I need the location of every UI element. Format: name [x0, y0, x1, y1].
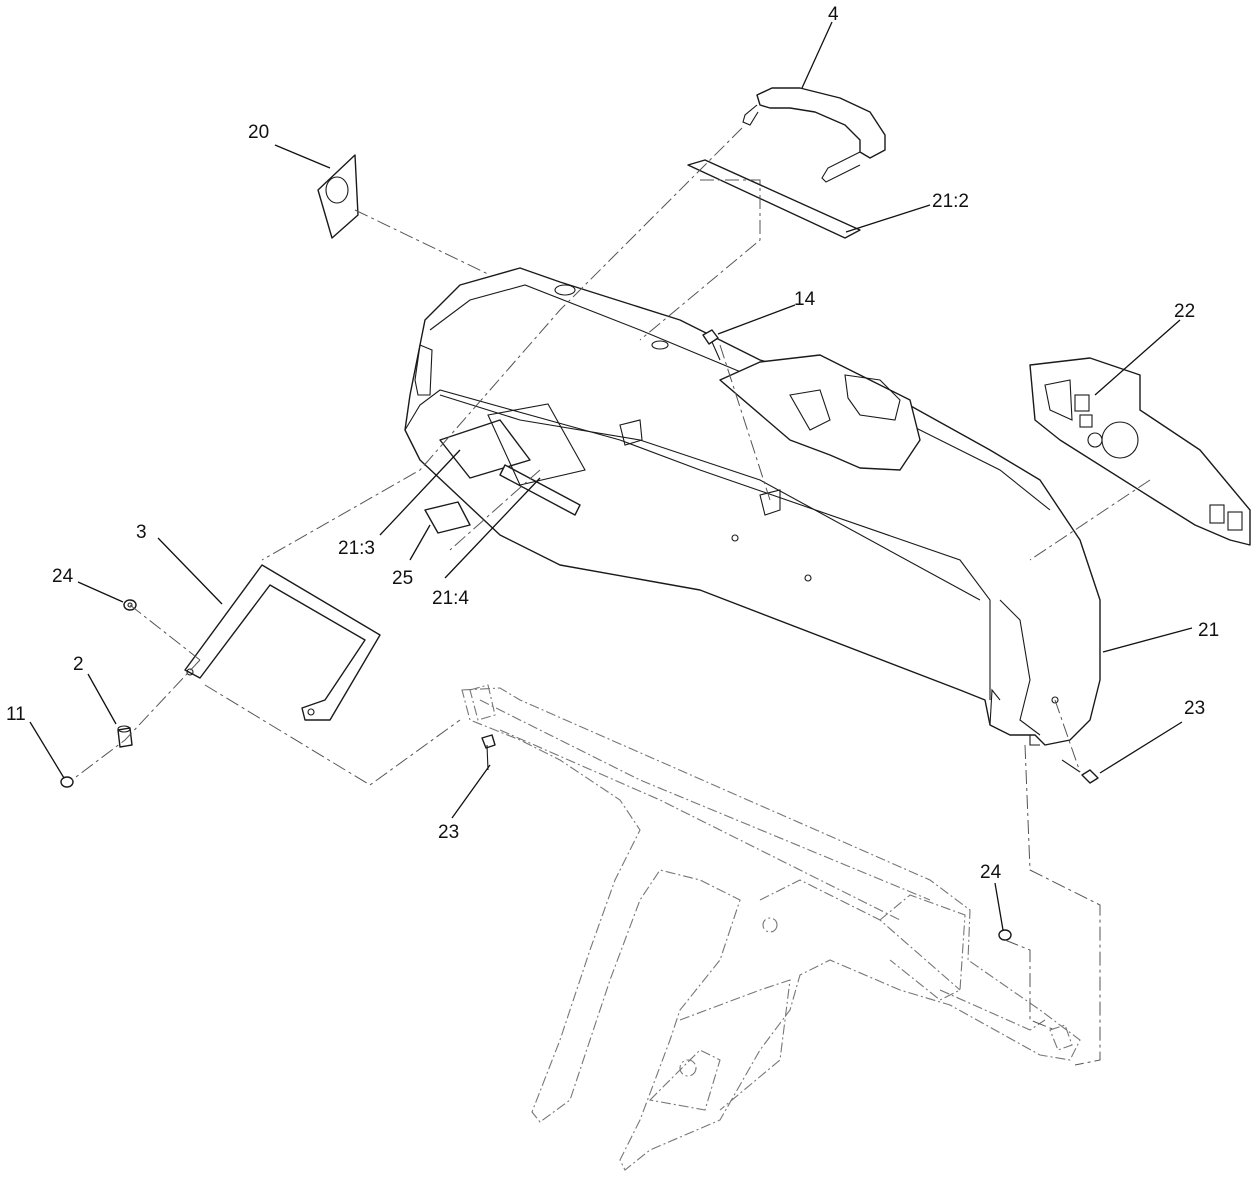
- decal-21-2: [687, 159, 861, 239]
- decal-22: [1029, 357, 1251, 546]
- nut-24-right: [998, 929, 1012, 941]
- callout-24-right: 24: [980, 862, 1002, 883]
- callout-25: 25: [392, 568, 413, 589]
- callout-23-left: 23: [438, 822, 459, 843]
- decal-20: [317, 154, 359, 239]
- chassis-frame-phantom: [461, 684, 1081, 1171]
- callout-11: 11: [6, 704, 26, 725]
- callout-20: 20: [248, 122, 269, 143]
- leader-lines: [29, 21, 1193, 931]
- callout-22: 22: [1174, 301, 1195, 322]
- spacer-2: [117, 725, 133, 748]
- assembly-lines: [71, 127, 1151, 1066]
- decal-backplate: [487, 403, 586, 486]
- callout-21-4: 21:4: [432, 588, 469, 609]
- nut-11: [60, 776, 74, 788]
- callout-23-right: 23: [1184, 698, 1205, 719]
- callout-14: 14: [794, 289, 816, 310]
- console-housing: [404, 267, 1101, 746]
- callout-24-left: 24: [52, 566, 74, 587]
- bolt-23-left: [481, 734, 496, 771]
- callout-21-2: 21:2: [932, 191, 969, 212]
- decal-25: [424, 501, 471, 534]
- callout-2: 2: [73, 654, 84, 675]
- bolt-23-right: [1061, 759, 1099, 784]
- handle: [742, 87, 886, 183]
- bracket: [184, 564, 381, 721]
- callout-labels: 4 20 21:2 14 22 3 24 21:3 25 21:4 2 11 2…: [6, 4, 1219, 883]
- bolt-14: [702, 329, 721, 361]
- decal-21-3: [439, 419, 531, 479]
- callout-3: 3: [136, 522, 147, 543]
- callout-21: 21: [1198, 620, 1219, 641]
- decal-21-4: [499, 464, 581, 516]
- callout-4: 4: [828, 4, 839, 25]
- callout-21-3: 21:3: [338, 538, 375, 559]
